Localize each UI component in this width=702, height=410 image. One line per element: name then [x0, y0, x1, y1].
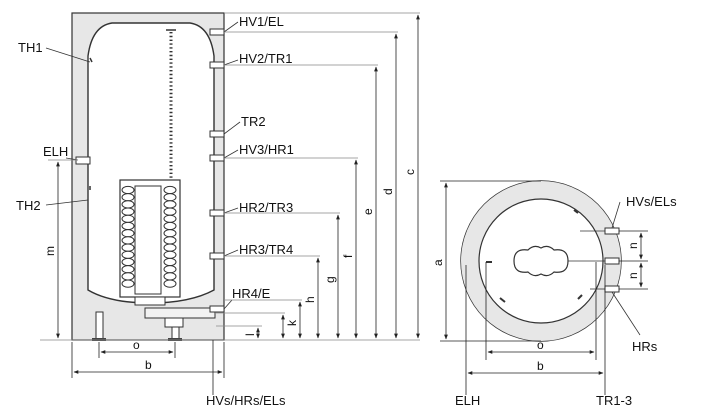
label-bottom-connections: HVs/HRs/ELs [206, 393, 286, 408]
coil-loop [163, 229, 177, 238]
coil-loop [121, 207, 135, 216]
dim-h: h [303, 296, 317, 303]
coil-loop [121, 236, 135, 245]
coil-loop [121, 250, 135, 259]
dim-g: g [323, 276, 337, 283]
dim-f: f [341, 254, 355, 258]
coil-loop [121, 229, 135, 238]
coil-loop [163, 265, 177, 274]
label-hr2-tr3: HR2/TR3 [239, 200, 293, 215]
dim-m: m [43, 246, 57, 256]
dim-n-upper: n [626, 242, 640, 249]
label-hv2-tr1: HV2/TR1 [239, 51, 292, 66]
dim-n-lower: n [626, 272, 640, 279]
connection-stubs [75, 28, 225, 313]
coil-loop [163, 193, 177, 202]
label-hvs-els: HVs/ELs [626, 194, 677, 209]
label-hv1-el: HV1/EL [239, 14, 284, 29]
coil-loop [121, 193, 135, 202]
coil-loop [163, 200, 177, 209]
coil-loop [163, 207, 177, 216]
coil-loop [163, 279, 177, 288]
dim-k: k [285, 319, 299, 326]
bottom-fitting [144, 307, 216, 319]
label-th2: TH2 [16, 198, 41, 213]
label-hv3-hr1: HV3/HR1 [239, 142, 294, 157]
dim-c: c [403, 169, 417, 175]
dim-b: b [145, 358, 152, 372]
heat-exchanger-coil [119, 179, 181, 298]
label-tr1-3: TR1-3 [596, 393, 632, 408]
label-hrs: HRs [632, 339, 658, 354]
leg-left [95, 311, 104, 341]
top-view [440, 180, 648, 395]
coil-loop [121, 185, 135, 195]
dim-l: l [243, 333, 257, 336]
coil-loop [163, 257, 177, 267]
coil-loop [121, 272, 135, 281]
coil-loop [163, 243, 177, 252]
label-th1: TH1 [18, 40, 43, 55]
coil-loop [121, 243, 135, 252]
label-hr4-e: HR4/E [232, 286, 271, 301]
coil-loop [121, 200, 135, 209]
dim-o-top: o [537, 338, 544, 352]
dim-e: e [361, 208, 375, 215]
coil-loop [163, 250, 177, 259]
coil-loop [121, 257, 135, 267]
label-elh-side: ELH [43, 144, 68, 159]
coil-loop [163, 236, 177, 245]
label-hr3-tr4: HR3/TR4 [239, 242, 293, 257]
label-elh-top: ELH [455, 393, 480, 408]
coil-loop [163, 221, 177, 231]
coil-loop [121, 265, 135, 274]
dim-d: d [381, 188, 395, 195]
flange [513, 245, 569, 277]
coil-loop [163, 272, 177, 281]
side-view [40, 12, 420, 395]
coil-loop [163, 185, 177, 195]
label-tr2: TR2 [241, 114, 266, 129]
dim-o: o [133, 338, 140, 352]
dim-a: a [431, 259, 445, 266]
coil-loop [121, 279, 135, 288]
coil-loop [121, 221, 135, 231]
coil-loop [121, 214, 135, 223]
coil-loop [163, 214, 177, 223]
dim-b-top: b [537, 359, 544, 373]
